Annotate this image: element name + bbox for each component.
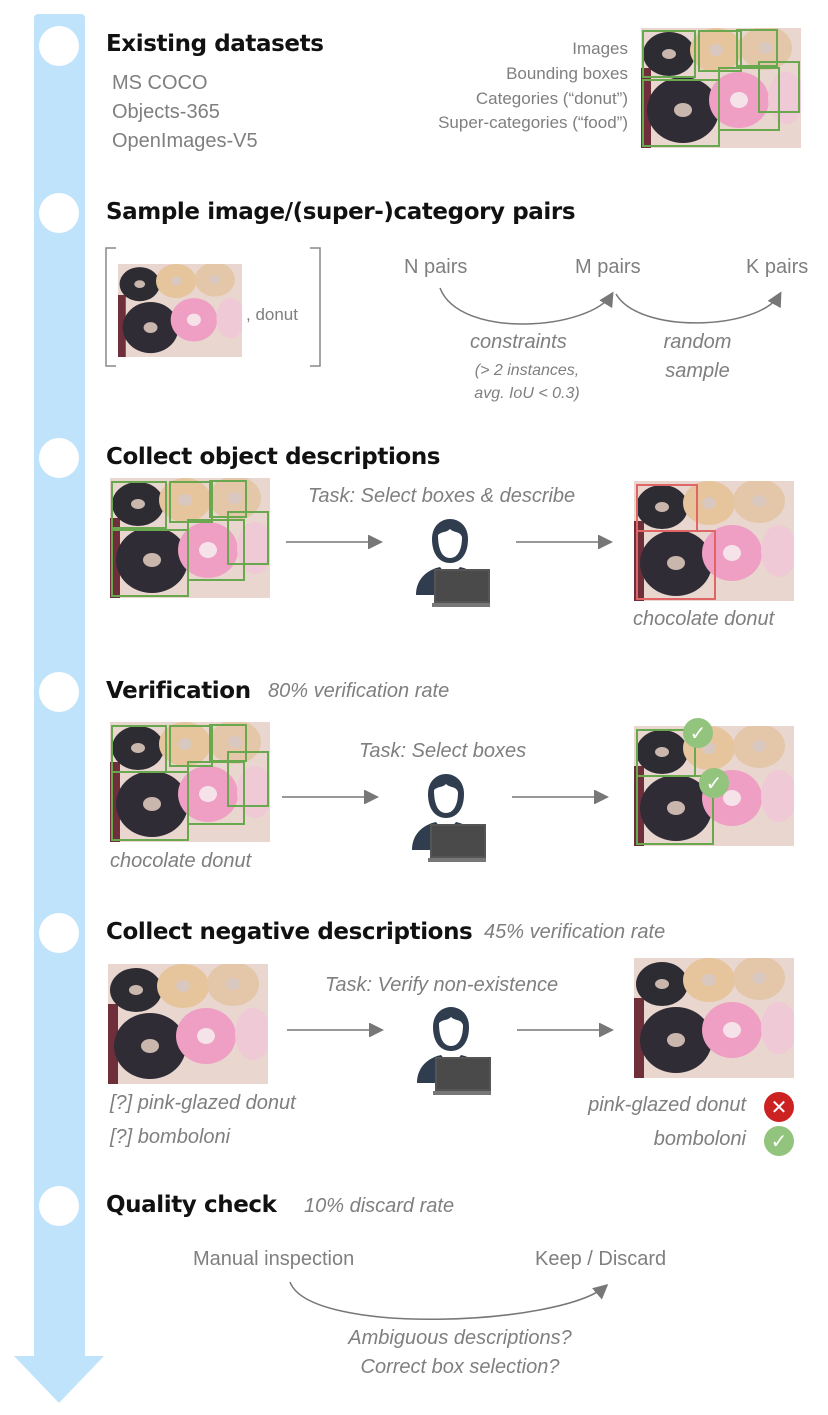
timeline-dot <box>39 193 79 233</box>
n-pairs-label: N pairs <box>404 256 468 278</box>
quality-question: Ambiguous descriptions? <box>348 1327 572 1349</box>
k-pairs-label: K pairs <box>746 256 809 278</box>
pairs-flow-arrows <box>439 287 782 325</box>
stage-title-verify: Verification <box>106 678 251 704</box>
person-at-laptop-icon <box>406 771 486 863</box>
negative-arrow-out <box>517 1023 614 1037</box>
sample-image <box>118 264 242 357</box>
check-icon: ✓ <box>683 718 713 748</box>
annotation-label: Categories (“donut”) <box>475 89 628 108</box>
annotation-label: Images <box>572 39 628 58</box>
keep-discard-label: Keep / Discard <box>535 1248 667 1270</box>
quality-rate: 10% discard rate <box>304 1195 455 1217</box>
collect-task-label: Task: Select boxes & describe <box>308 485 576 507</box>
collect-output-caption: chocolate donut <box>633 608 775 630</box>
verify-input-image <box>110 722 270 842</box>
dataset-name: MS COCO <box>112 72 208 94</box>
constraints-detail: avg. IoU < 0.3) <box>474 385 580 402</box>
random-sample-label: sample <box>665 360 730 382</box>
pair-category-label: , donut <box>246 305 298 324</box>
negative-output-image <box>634 958 794 1078</box>
negative-input-description: [?] bomboloni <box>110 1126 231 1148</box>
quality-question: Correct box selection? <box>360 1356 560 1378</box>
person-at-laptop-icon <box>410 516 490 608</box>
negative-task-label: Task: Verify non-existence <box>325 974 559 996</box>
stage-title-collect: Collect object descriptions <box>106 444 441 470</box>
annotation-label: Super-categories (“food”) <box>438 113 628 132</box>
verify-input-caption: chocolate donut <box>110 850 252 872</box>
constraints-detail: (> 2 instances, <box>474 362 580 379</box>
stage-title-quality: Quality check <box>106 1192 277 1218</box>
check-icon: ✓ <box>699 768 729 798</box>
stage-title-existing: Existing datasets <box>106 31 324 57</box>
timeline-dot <box>39 913 79 953</box>
check-icon: ✓ <box>764 1126 794 1156</box>
verify-arrow-out <box>512 790 609 804</box>
negative-rate: 45% verification rate <box>484 921 666 943</box>
m-pairs-label: M pairs <box>575 256 641 278</box>
quality-arrow <box>289 1281 609 1320</box>
collect-input-image <box>110 478 270 598</box>
negative-arrow-in <box>287 1023 384 1037</box>
negative-output-description: pink-glazed donut <box>588 1094 746 1116</box>
dataset-name: Objects-365 <box>112 101 220 123</box>
pair-bracket <box>105 247 321 367</box>
timeline-dot <box>39 1186 79 1226</box>
dataset-name: OpenImages-V5 <box>112 130 258 152</box>
negative-input-image <box>108 964 268 1084</box>
dataset-image <box>641 28 801 148</box>
random-sample-label: random <box>663 331 732 353</box>
timeline-dot <box>39 672 79 712</box>
constraints-label: constraints <box>470 331 567 353</box>
negative-output-description: bomboloni <box>653 1128 746 1150</box>
verify-arrow-in <box>282 790 379 804</box>
verify-output-image <box>634 726 794 846</box>
collect-arrow-out <box>516 535 613 549</box>
verify-rate: 80% verification rate <box>268 680 450 702</box>
verify-task-label: Task: Select boxes <box>359 740 527 762</box>
collect-output-image <box>634 481 794 601</box>
cross-icon: ✕ <box>764 1092 794 1122</box>
stage-title-negative: Collect negative descriptions <box>106 919 473 945</box>
stage-title-sample: Sample image/(super-)category pairs <box>106 199 576 225</box>
person-at-laptop-icon <box>411 1004 491 1096</box>
timeline-dot <box>39 26 79 66</box>
collect-arrow-in <box>286 535 383 549</box>
annotation-label: Bounding boxes <box>506 64 628 83</box>
timeline-dot <box>39 438 79 478</box>
manual-inspection-label: Manual inspection <box>193 1248 355 1270</box>
negative-input-description: [?] pink-glazed donut <box>110 1092 296 1114</box>
